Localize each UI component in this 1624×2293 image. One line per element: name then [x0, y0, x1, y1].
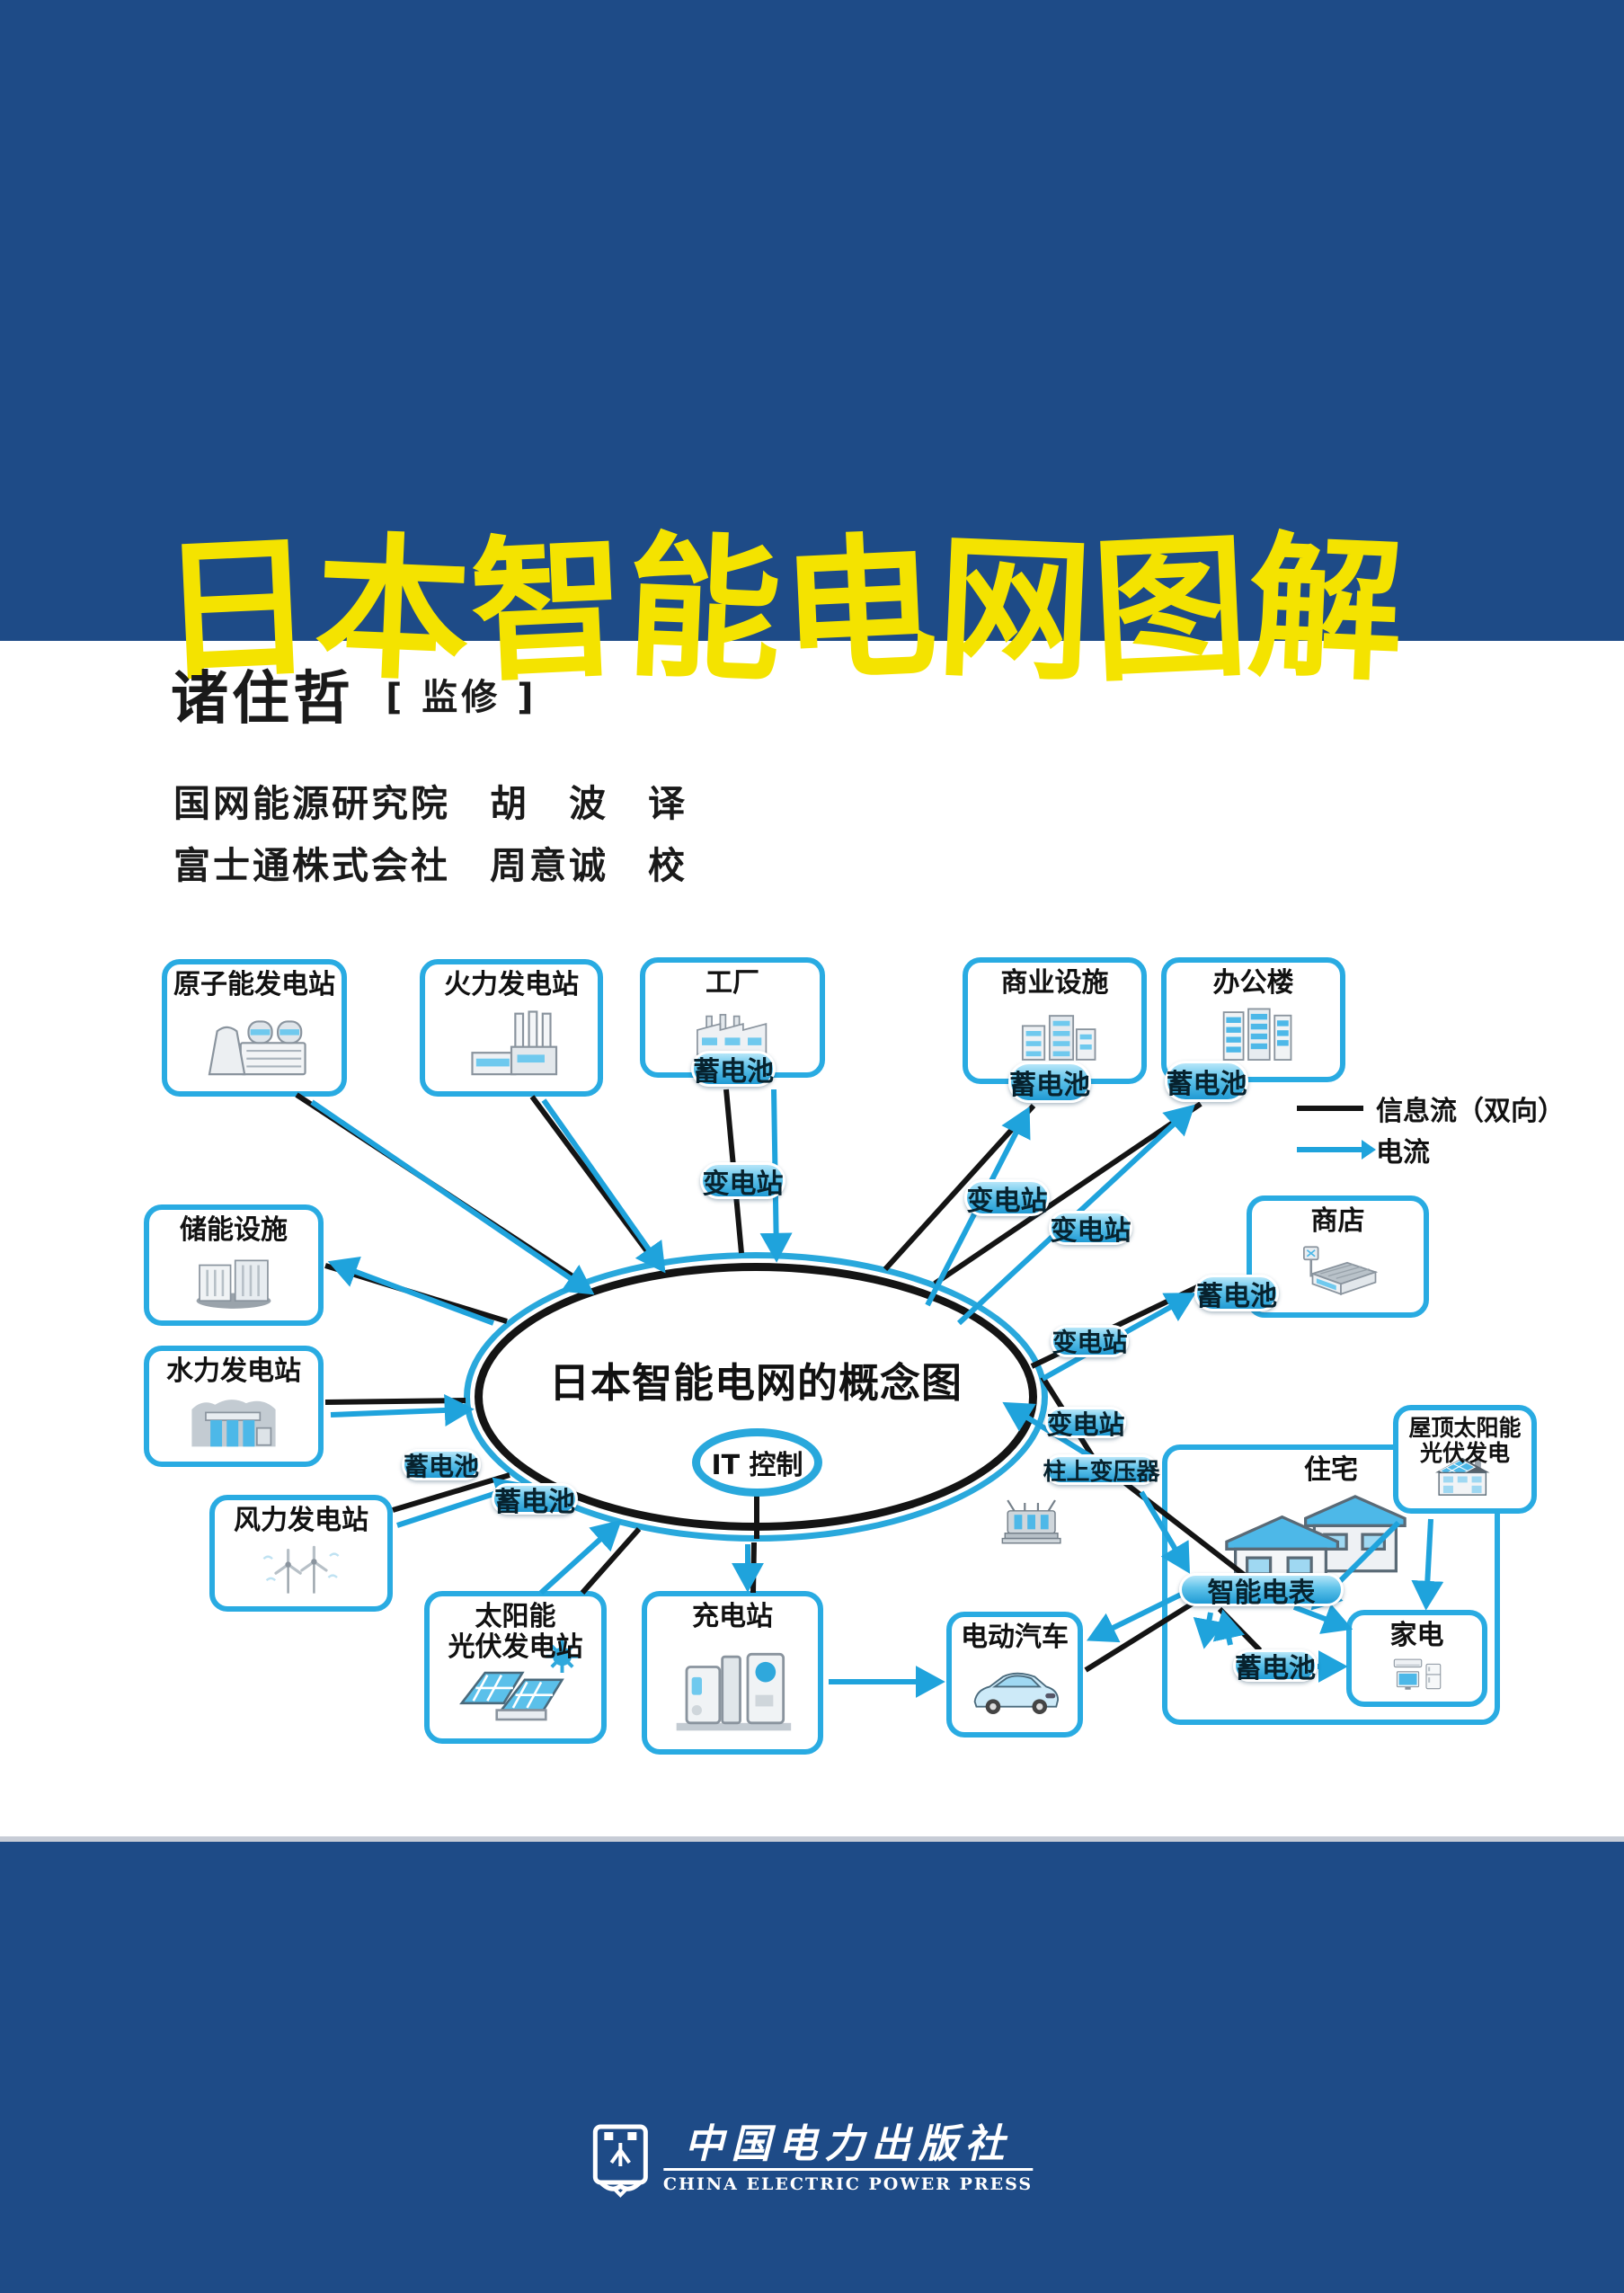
info-line: [933, 1101, 1202, 1286]
pill-battery-office: 蓄电池: [1165, 1061, 1248, 1102]
nuclear-icon: [176, 1006, 333, 1084]
power-line: [1193, 1612, 1226, 1649]
charging-icon: [656, 1638, 809, 1742]
power-line: [1411, 1518, 1444, 1611]
node-solar-pv-plant-label: 太阳能光伏发电站: [448, 1601, 583, 1663]
translator-line: 国网能源研究院 胡 波 译: [173, 782, 688, 825]
node-thermal-plant-label: 火力发电站: [444, 969, 579, 1000]
thermal-icon: [434, 1006, 589, 1084]
current-arrow-icon: [1297, 1140, 1376, 1160]
appliances-icon: [1361, 1657, 1473, 1694]
power-line: [1292, 1604, 1353, 1634]
bottom-divider-line: [0, 1836, 1624, 1842]
power-line: [1212, 1609, 1245, 1646]
publisher-emblem-icon: [592, 2124, 648, 2198]
power-line: [541, 1098, 666, 1274]
node-hydro-plant: 水力发电站: [144, 1346, 324, 1467]
node-office-building-label: 办公楼: [1212, 967, 1294, 999]
bottom-blue-band: [0, 1842, 1624, 2293]
node-charging-station-label: 充电站: [692, 1601, 773, 1632]
node-commercial-facility-label: 商业设施: [1000, 967, 1109, 999]
info-line: [1084, 1599, 1197, 1673]
ev-icon: [961, 1658, 1069, 1725]
legend-power-label: 电流: [1376, 1137, 1430, 1169]
pill-battery-shop: 蓄电池: [1194, 1275, 1279, 1312]
pill-battery-solar: 蓄电池: [492, 1483, 578, 1518]
hydro-icon: [158, 1392, 309, 1454]
info-line: [392, 1472, 510, 1513]
node-pole-transformer-figure: [996, 1485, 1075, 1560]
supervisor-role: [ 监修 ]: [386, 677, 537, 718]
commercial-icon: [977, 1004, 1132, 1071]
office-icon: [1176, 1004, 1331, 1070]
transformer-icon: [996, 1485, 1075, 1560]
node-shop: 商店: [1247, 1195, 1429, 1318]
power-line: [330, 1394, 475, 1426]
legend-info-row: 信息流（双向）: [1297, 1088, 1565, 1129]
node-nuclear-plant: 原子能发电站: [162, 959, 347, 1097]
supervisor-name: 诸住哲: [171, 666, 354, 733]
info-flow-line-icon: [1297, 1106, 1363, 1111]
node-nuclear-plant-label: 原子能发电站: [173, 969, 335, 1000]
pill-substation-upper-1: 变电站: [964, 1179, 1050, 1217]
power-line: [1139, 1490, 1190, 1574]
node-rooftop-solar-label: 屋顶太阳能光伏发电: [1408, 1415, 1522, 1466]
top-blue-band: [0, 0, 1624, 641]
publisher-name-cn: 中国电力出版社: [684, 2121, 1012, 2167]
pill-substation-factory: 变电站: [700, 1162, 785, 1200]
pill-substation-right: 变电站: [1045, 1407, 1126, 1440]
publisher-rule: [662, 2168, 1034, 2172]
wind-icon: [224, 1542, 378, 1599]
proofreader-line: 富士通株式会社 周意诚 校: [173, 844, 688, 887]
node-factory-label: 工厂: [706, 967, 759, 999]
pill-substation-shop: 变电站: [1051, 1325, 1129, 1357]
node-thermal-plant: 火力发电站: [420, 959, 603, 1097]
info-line: [324, 1398, 466, 1405]
supervisor-row: 诸住哲 [ 监修 ]: [171, 653, 537, 735]
legend-info-label: 信息流（双向）: [1376, 1096, 1565, 1127]
factory-icon: [654, 1004, 811, 1065]
houses-icon: [1203, 1480, 1428, 1597]
power-line: [1086, 1590, 1186, 1643]
pill-smart-meter: 智能电表: [1179, 1573, 1344, 1609]
roofsolar-icon: [1407, 1452, 1522, 1501]
node-wind-plant: 风力发电站: [209, 1495, 393, 1612]
node-hydro-plant-label: 水力发电站: [166, 1355, 301, 1387]
shop-icon: [1261, 1242, 1415, 1305]
solar-icon: [439, 1638, 592, 1731]
it-control-node: IT 控制: [692, 1428, 822, 1497]
node-wind-plant-label: 风力发电站: [234, 1505, 368, 1536]
publisher-block: 中国电力出版社 CHINA ELECTRIC POWER PRESS: [591, 2121, 1034, 2199]
node-energy-storage-label: 储能设施: [180, 1214, 288, 1246]
node-shop-label: 商店: [1310, 1205, 1365, 1237]
info-line: [750, 1542, 757, 1594]
info-line: [529, 1095, 657, 1263]
node-electric-vehicle-label: 电动汽车: [961, 1622, 1069, 1653]
pill-battery-residence: 蓄电池: [1233, 1649, 1318, 1684]
node-rooftop-solar: 屋顶太阳能光伏发电: [1393, 1405, 1537, 1514]
node-electric-vehicle: 电动汽车: [946, 1612, 1083, 1738]
power-line: [538, 1519, 622, 1595]
pill-pole-transformer: 柱上变压器: [1043, 1454, 1160, 1486]
node-charging-station: 充电站: [642, 1591, 823, 1755]
storage-icon: [158, 1251, 309, 1313]
node-residence-label: 住宅: [1304, 1454, 1358, 1486]
publisher-name-en: CHINA ELECTRIC POWER PRESS: [662, 2174, 1034, 2195]
power-line: [327, 1256, 495, 1326]
info-line: [580, 1527, 642, 1595]
publisher-names: 中国电力出版社 CHINA ELECTRIC POWER PRESS: [662, 2121, 1034, 2195]
pill-substation-upper-2: 变电站: [1049, 1211, 1132, 1247]
node-home-appliances-label: 家电: [1389, 1620, 1444, 1651]
pill-battery-wind: 蓄电池: [402, 1449, 481, 1481]
legend-power-row: 电流: [1297, 1129, 1565, 1170]
node-solar-pv-plant: 太阳能光伏发电站: [424, 1591, 607, 1744]
node-energy-storage: 储能设施: [144, 1204, 324, 1326]
pill-battery-factory: 蓄电池: [691, 1051, 776, 1088]
power-line: [310, 1099, 595, 1295]
pill-battery-commercial: 蓄电池: [1008, 1062, 1091, 1103]
legend: 信息流（双向） 电流: [1297, 1088, 1565, 1170]
node-home-appliances: 家电: [1346, 1610, 1487, 1707]
